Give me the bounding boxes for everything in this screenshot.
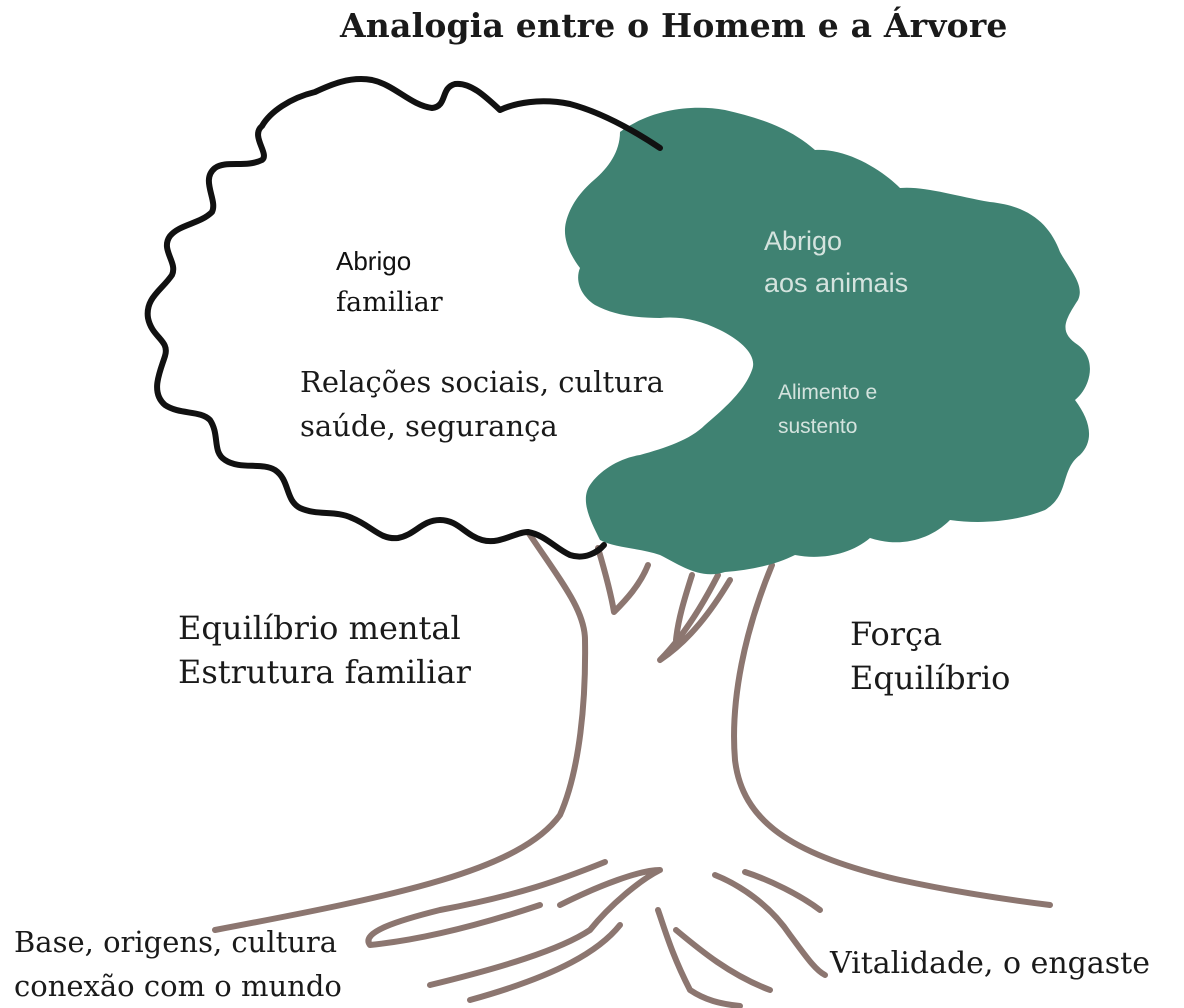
label-human-social: Relações sociais, cultura saúde, seguran… — [300, 360, 664, 448]
trunk-right-inner-branch-2 — [673, 572, 695, 643]
label-trunk-left-line-1: Equilíbrio mental — [178, 609, 461, 647]
label-roots-left-line-1: Base, origens, cultura — [14, 925, 338, 959]
root-left-middle — [427, 867, 663, 988]
label-trunk-right-line-1: Força — [850, 615, 943, 653]
label-roots-right: Vitalidade, o engaste — [830, 944, 1150, 984]
trunk-left-edge — [212, 529, 589, 933]
root-left-upper — [365, 859, 608, 948]
label-trunk-left: Equilíbrio mental Estrutura familiar — [178, 606, 471, 694]
trunk-right-inner-branch — [657, 572, 733, 663]
label-roots-left-line-2: conexão com o mundo — [14, 969, 342, 1003]
root-right-lower — [742, 869, 823, 913]
label-animal-food-line-2: sustento — [778, 415, 858, 438]
label-animal-food: Alimento e sustento — [778, 376, 877, 444]
label-trunk-left-line-2: Estrutura familiar — [178, 653, 471, 691]
label-animal-food-line-1: Alimento e — [778, 381, 878, 404]
label-roots-right-line-1: Vitalidade, o engaste — [830, 946, 1150, 981]
root-center — [655, 907, 743, 1008]
root-left-lower — [467, 922, 623, 1003]
label-human-social-line-2: saúde, segurança — [300, 409, 558, 443]
label-human-shelter: Abrigo familiar — [336, 240, 443, 324]
label-animal-shelter-line-2: aos animais — [764, 268, 909, 298]
label-trunk-right-line-2: Equilíbrio — [850, 659, 1011, 697]
diagram-title: Analogia entre o Homem e a Árvore — [340, 6, 1008, 45]
label-human-shelter-line-2: familiar — [336, 287, 443, 318]
label-animal-shelter: Abrigo aos animais — [764, 220, 908, 304]
label-trunk-right: Força Equilíbrio — [850, 612, 1010, 700]
root-center-2 — [673, 927, 773, 993]
root-right-upper — [712, 872, 828, 978]
tree-trunk-and-roots — [212, 529, 1053, 1008]
crown-filled-half — [564, 107, 1090, 575]
trunk-left-inner — [595, 545, 651, 615]
label-animal-shelter-line-1: Abrigo — [764, 226, 843, 256]
trunk-right-edge — [731, 562, 1053, 908]
label-human-social-line-1: Relações sociais, cultura — [300, 365, 664, 399]
label-human-shelter-line-1: Abrigo — [336, 246, 412, 276]
label-roots-left: Base, origens, cultura conexão com o mun… — [14, 920, 342, 1008]
crown-outline-half — [144, 76, 663, 560]
